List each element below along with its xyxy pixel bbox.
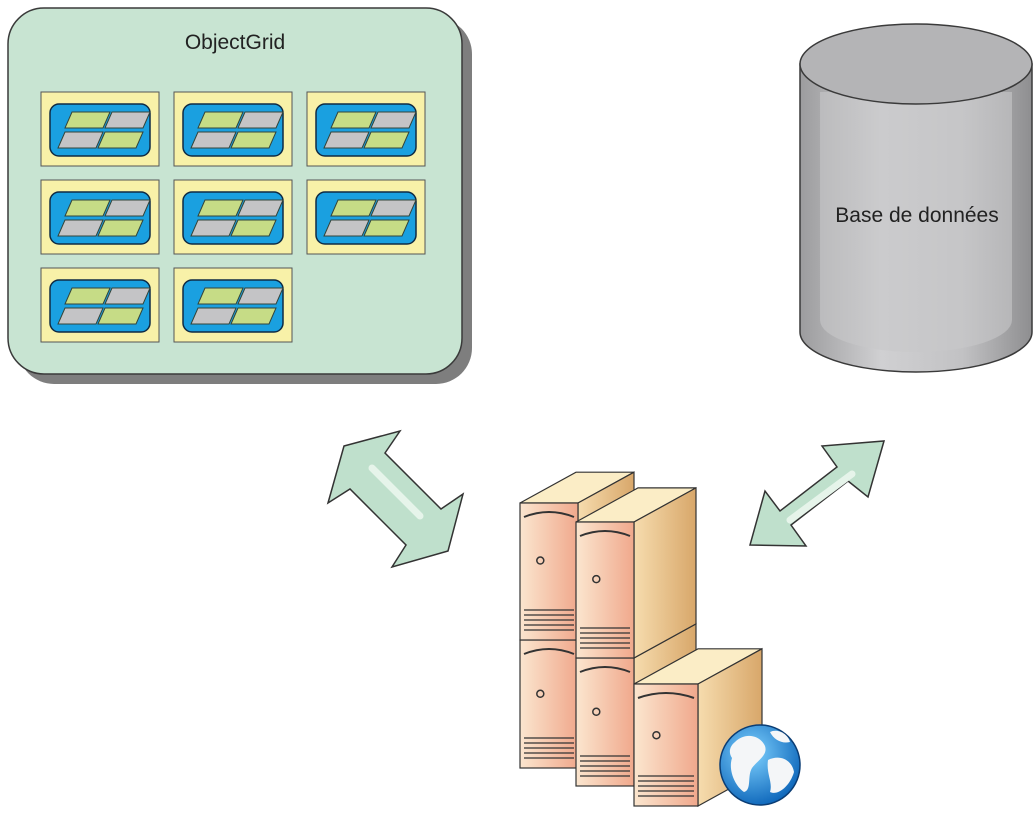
globe-icon	[719, 724, 801, 806]
objectgrid-container	[7, 7, 472, 384]
grid-cell	[40, 91, 160, 167]
grid-cell	[40, 267, 160, 343]
grid-cell	[173, 91, 293, 167]
database-cylinder	[799, 23, 1033, 373]
database-server-arrow	[749, 440, 886, 547]
objectgrid-title: ObjectGrid	[184, 31, 286, 54]
server-cluster-icon	[519, 471, 763, 808]
database-title: Base de données	[835, 204, 999, 227]
objectgrid-cells	[40, 91, 426, 343]
grid-server-arrow	[326, 429, 465, 569]
grid-cell	[173, 179, 293, 255]
grid-cell	[306, 179, 426, 255]
server-unit	[575, 486, 697, 660]
grid-cell	[173, 267, 293, 343]
server-unit	[633, 647, 763, 808]
grid-cell	[40, 179, 160, 255]
grid-cell	[306, 91, 426, 167]
